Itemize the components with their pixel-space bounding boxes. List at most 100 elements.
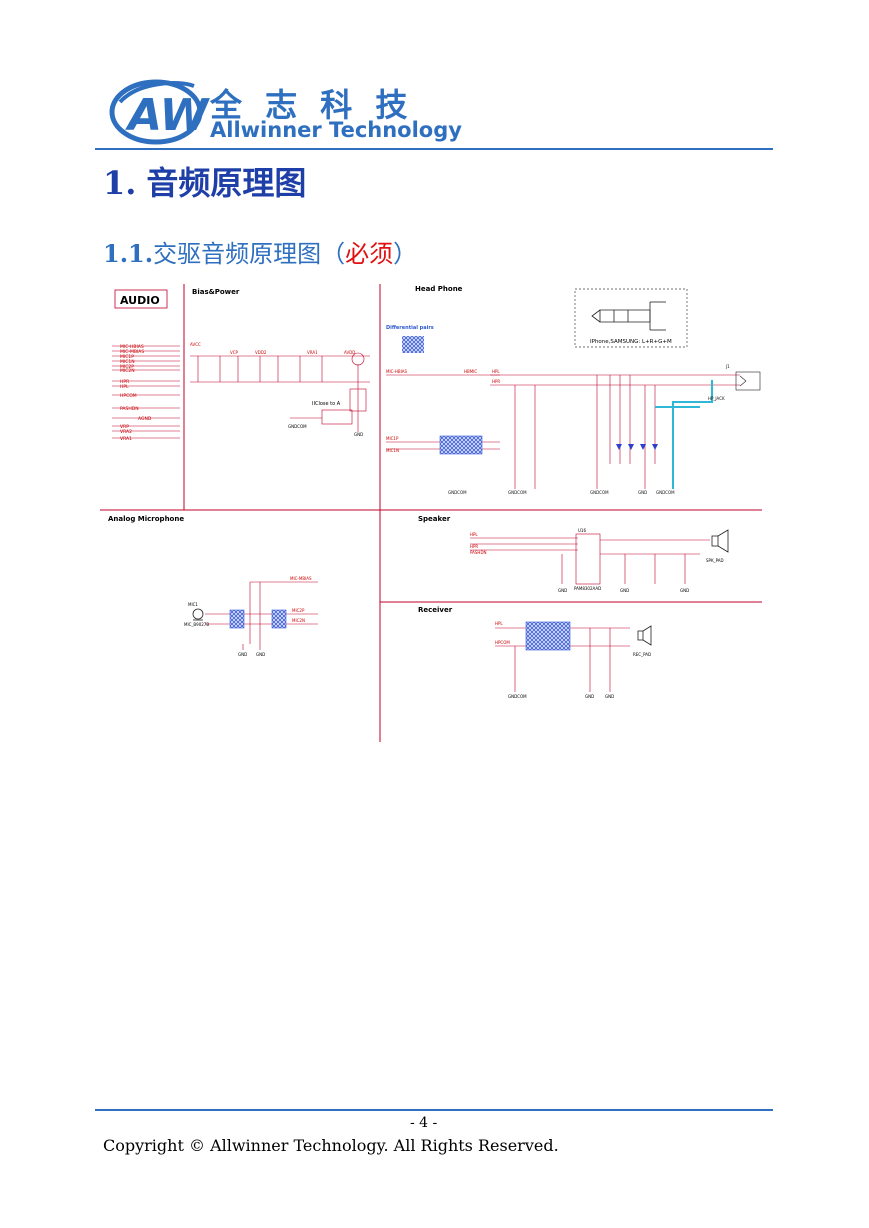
- svg-text:MIC1N: MIC1N: [120, 359, 135, 365]
- speaker-icon: [711, 529, 729, 553]
- paren-open: （: [321, 240, 346, 268]
- svg-text:HPCOM: HPCOM: [120, 393, 137, 399]
- header-divider: [95, 148, 773, 150]
- spk-gnd-2: GND: [620, 588, 629, 593]
- svg-text:VRA1: VRA1: [120, 436, 132, 442]
- svg-text:VRA2: VRA2: [120, 429, 132, 435]
- avdd-label: AVDD: [344, 350, 355, 355]
- hp-gndcom-4: GNDCOM: [656, 490, 675, 495]
- panel-bias-title: Bias&Power: [192, 288, 240, 296]
- j1-label: J1: [725, 364, 730, 369]
- differential-pairs-swatch: [402, 336, 424, 353]
- avcc-label: AVCC: [190, 342, 201, 347]
- svg-text:AGND: AGND: [138, 416, 152, 422]
- svg-text:MIC-MBIAS: MIC-MBIAS: [120, 349, 144, 355]
- subsection-number: 1.1.: [103, 239, 154, 268]
- vra-label: VRA1: [307, 350, 318, 355]
- spk-gnd-3: GND: [680, 588, 689, 593]
- mic-circuit: [205, 581, 318, 650]
- jack-diagram-box: [574, 288, 688, 348]
- hp-net-hpl: HPL: [492, 369, 500, 374]
- section-title: 音频原理图: [146, 164, 307, 202]
- panel-audio-title: AUDIO: [120, 294, 160, 307]
- svg-text:HPL: HPL: [120, 384, 129, 390]
- jack-note: IPhone,SAMSUNG: L+R+G+M: [590, 339, 672, 345]
- section-heading: 1.音频原理图: [103, 158, 306, 204]
- receiver-icon: [637, 625, 652, 646]
- subsection-title: 交驱音频原理图: [153, 240, 322, 268]
- rcv-gnd-2: GND: [605, 694, 614, 699]
- hp-signal-highlight: [672, 380, 713, 489]
- subsection-heading: 1.1.交驱音频原理图（必须）: [103, 234, 417, 269]
- left-net-list: MIC-HBIAS MIC-MBIAS MIC1P MIC1N MIC2P MI…: [112, 344, 180, 442]
- amp-part-label: PAM8302AAD: [574, 586, 601, 591]
- spk-net-hpl: HPL: [470, 532, 478, 537]
- speaker-circuit: [470, 533, 710, 585]
- paren-close: ）: [393, 240, 418, 268]
- svg-text:VRP: VRP: [120, 424, 129, 430]
- panel-receiver-title: Receiver: [418, 606, 453, 614]
- panel-mic-title: Analog Microphone: [108, 515, 184, 523]
- spk-net-pashdn: PASHDN: [470, 550, 487, 555]
- u16-label: U16: [578, 528, 586, 533]
- hp-gndcom-3: GNDCOM: [590, 490, 609, 495]
- svg-text:MIC2P: MIC2P: [120, 364, 134, 370]
- hp-jack-label: HP_JACK: [708, 396, 725, 401]
- logo-english-name: Allwinner Technology: [210, 118, 462, 142]
- mic-gnd-1: GND: [238, 652, 247, 657]
- mic-net-mic2n: MIC2N: [292, 618, 305, 623]
- mic-gnd-2: GND: [256, 652, 265, 657]
- spk-gnd-1: GND: [558, 588, 567, 593]
- spk-net-hpr: HPR: [470, 544, 478, 549]
- vcp-label: VCP: [230, 350, 239, 355]
- hp-net-hbmic: HBMIC: [464, 369, 477, 374]
- headphone-circuit: [386, 374, 740, 489]
- close-note: IIClose to A: [312, 401, 341, 407]
- mic-net-mic2p: MIC2P: [292, 608, 305, 613]
- copyright-notice: Copyright © Allwinner Technology. All Ri…: [103, 1136, 559, 1155]
- gndcom-label: GNDCOM: [288, 424, 307, 429]
- jack-plug-icon: [591, 301, 666, 331]
- hp-jack-symbol: [735, 371, 761, 391]
- required-tag: 必须: [345, 240, 394, 268]
- speaker-pad-label: SPK_PAD: [706, 558, 724, 563]
- differential-pairs-label: Differential pairs: [386, 325, 434, 331]
- hp-net-hbias: MIC-HBIAS: [386, 369, 408, 374]
- panel-headphone-title: Head Phone: [415, 285, 463, 293]
- allwinner-logo-mark: AW: [109, 79, 211, 145]
- rcv-gnd-1: GND: [585, 694, 594, 699]
- rcv-net-hpcom: HPCOM: [495, 640, 510, 645]
- logo-chinese-name: 全 志 科 技: [210, 86, 414, 124]
- mic-part-label: MIC_B9027B: [184, 622, 209, 627]
- mic1-label: MIC1: [188, 602, 198, 607]
- hp-gndcom-1: GNDCOM: [448, 490, 467, 495]
- tvs-diodes: [616, 444, 658, 450]
- footer-divider: [95, 1109, 773, 1111]
- audio-schematic: AUDIO Bias&Power Head Phone Analog Micro…: [100, 284, 770, 744]
- bias-power-circuit: [190, 352, 370, 432]
- rcv-net-hpl: HPL: [495, 621, 503, 626]
- section-number: 1.: [103, 164, 137, 202]
- receiver-pad-label: REC_PAD: [633, 652, 651, 657]
- hp-gndcom-2: GNDCOM: [508, 490, 527, 495]
- hp-net-mic1p: MIC1P: [386, 436, 399, 441]
- hp-gnd: GND: [638, 490, 647, 495]
- vcm-label: VDD2: [255, 350, 267, 355]
- rcv-gndcom: GNDCOM: [508, 694, 527, 699]
- gnd-label: GND: [354, 432, 363, 437]
- hp-net-mic1n: MIC1N: [386, 448, 399, 453]
- company-logo: AW: [108, 72, 438, 152]
- mic-mbias-net: MIC-MBIAS: [290, 576, 312, 581]
- logo-mark-letters: AW: [125, 90, 211, 141]
- schematic-drawing: AUDIO Bias&Power Head Phone Analog Micro…: [100, 284, 762, 742]
- microphone-icon: [192, 608, 204, 621]
- svg-text:MIC2N: MIC2N: [120, 368, 135, 374]
- hp-net-hpr: HPR: [492, 379, 500, 384]
- page-number: - 4 -: [410, 1115, 438, 1131]
- svg-text:MIC-HBIAS: MIC-HBIAS: [120, 344, 144, 350]
- receiver-circuit: [495, 621, 630, 692]
- svg-text:MIC1P: MIC1P: [120, 354, 134, 360]
- svg-text:PASHDN: PASHDN: [120, 406, 139, 412]
- panel-speaker-title: Speaker: [418, 515, 451, 523]
- svg-text:HPR: HPR: [120, 379, 129, 385]
